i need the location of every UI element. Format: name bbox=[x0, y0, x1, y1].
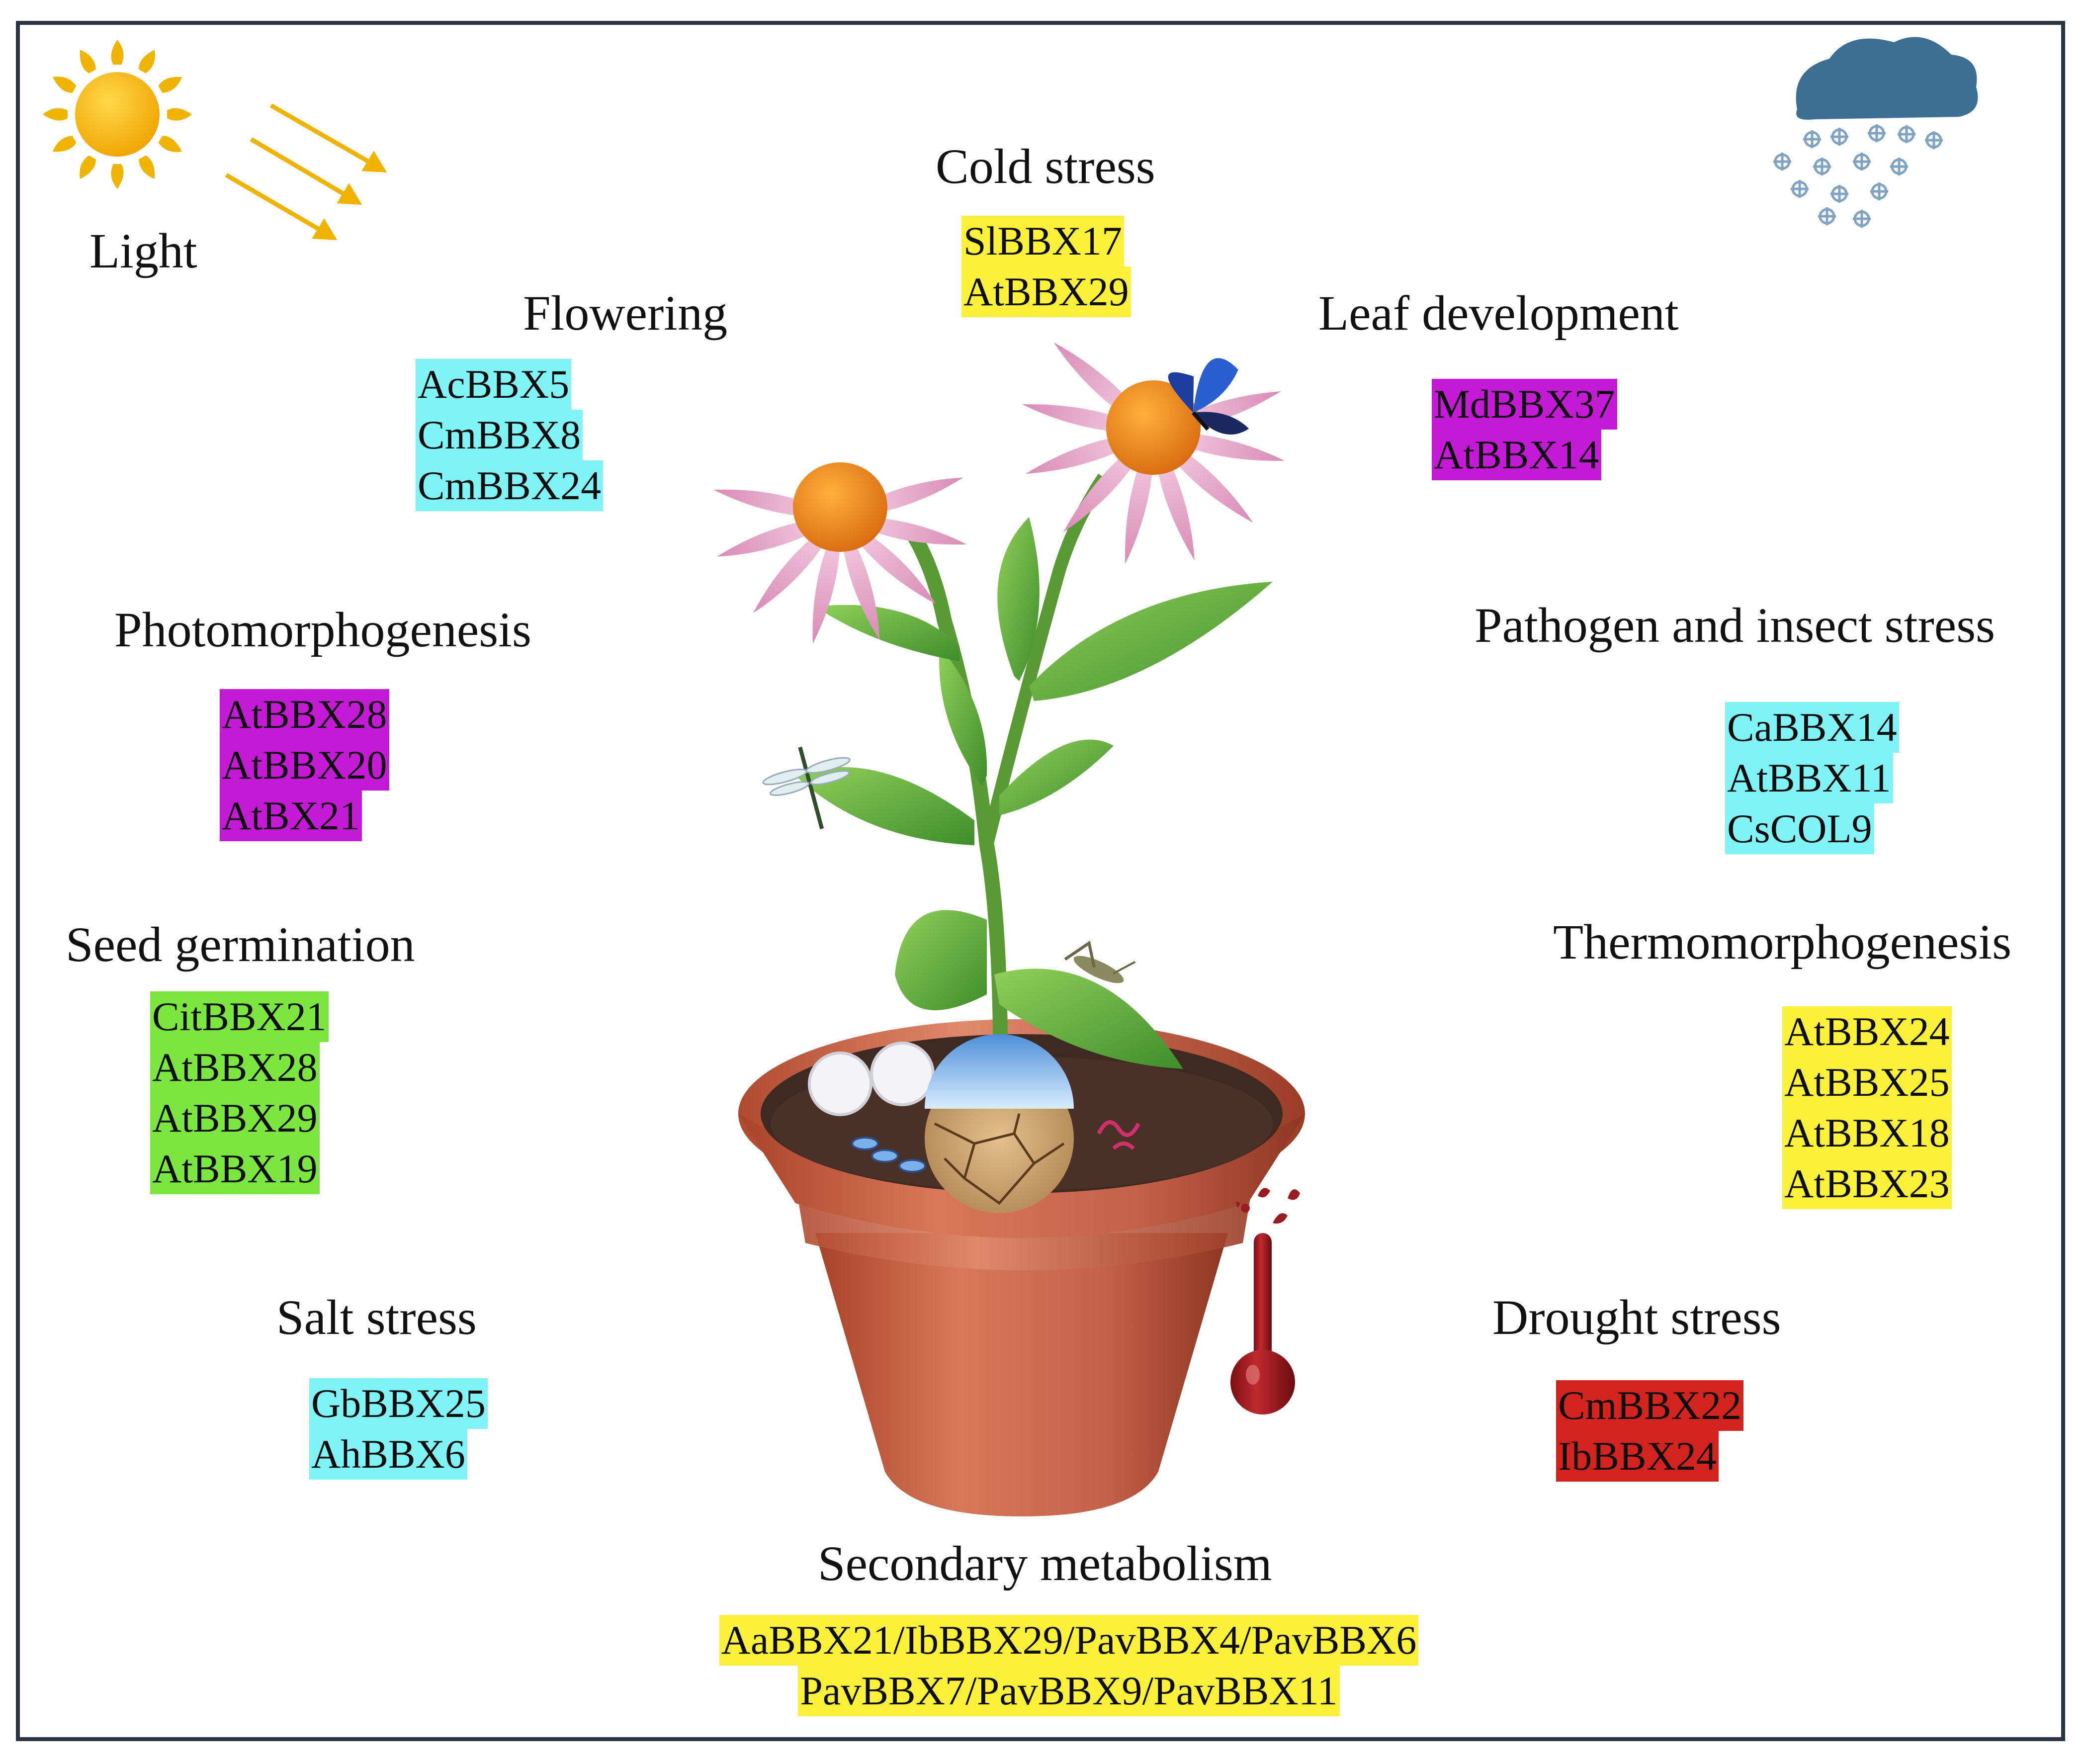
sun-icon bbox=[43, 40, 192, 189]
gene-label: AtBBX19 bbox=[150, 1144, 320, 1194]
gene-label: AtBBX29 bbox=[961, 266, 1131, 317]
photomorphogenesis-genes: AtBBX28 AtBBX20 AtBX21 bbox=[220, 689, 389, 841]
leaf-development-title: Leaf development bbox=[1318, 285, 1679, 341]
potted-plant-illustration bbox=[713, 342, 1305, 1516]
pathogen-insect-stress-title: Pathogen and insect stress bbox=[1475, 598, 1996, 653]
pathogen-insect-stress-genes: CaBBX14 AtBBX11 CsCOL9 bbox=[1725, 702, 1899, 854]
gene-label: AtBBX23 bbox=[1782, 1158, 1952, 1209]
gene-label: AcBBX5 bbox=[416, 359, 572, 410]
thermomorphogenesis-genes: AtBBX24 AtBBX25 AtBBX18 AtBBX23 bbox=[1782, 1006, 1952, 1209]
gene-label: CmBBX22 bbox=[1556, 1380, 1744, 1431]
light-rays-icon bbox=[225, 103, 387, 240]
drought-stress-genes: CmBBX22 IbBBX24 bbox=[1556, 1380, 1744, 1482]
salt-stress-title: Salt stress bbox=[276, 1290, 477, 1345]
thermometer-icon bbox=[1230, 1188, 1300, 1414]
grasshopper-icon bbox=[1064, 940, 1136, 983]
gene-label: AtBBX18 bbox=[1782, 1108, 1952, 1158]
gene-label: AtBBX25 bbox=[1782, 1057, 1952, 1108]
photomorphogenesis-title: Photomorphogenesis bbox=[114, 602, 531, 657]
seed-germination-genes: CitBBX21 AtBBX28 AtBBX29 AtBBX19 bbox=[150, 991, 329, 1194]
salt-stress-genes: GbBBX25 AhBBX6 bbox=[309, 1378, 488, 1480]
gene-label: MdBBX37 bbox=[1432, 379, 1617, 430]
gene-label: PavBBX7/PavBBX9/PavBBX11 bbox=[798, 1666, 1340, 1716]
gene-label: CmBBX8 bbox=[416, 410, 583, 460]
gene-label: CmBBX24 bbox=[416, 460, 604, 511]
secondary-metabolism-title: Secondary metabolism bbox=[818, 1536, 1272, 1591]
gene-label: GbBBX25 bbox=[309, 1378, 488, 1429]
butterfly-icon bbox=[1168, 358, 1249, 435]
gene-label: AtBBX24 bbox=[1782, 1006, 1952, 1057]
flowering-title: Flowering bbox=[523, 285, 728, 341]
thermomorphogenesis-title: Thermomorphogenesis bbox=[1553, 914, 2012, 970]
gene-label: CsCOL9 bbox=[1725, 803, 1874, 854]
figure-frame bbox=[16, 21, 2065, 1741]
light-label: Light bbox=[89, 223, 197, 278]
gene-label: CitBBX21 bbox=[150, 991, 329, 1042]
cold-stress-title: Cold stress bbox=[936, 139, 1155, 194]
gene-label: AaBBX21/IbBBX29/PavBBX4/PavBBX6 bbox=[719, 1615, 1419, 1666]
seed-germination-title: Seed germination bbox=[66, 917, 415, 972]
gene-label: AtBBX28 bbox=[220, 689, 389, 740]
gene-label: SlBBX17 bbox=[961, 216, 1124, 266]
gene-label: AtBX21 bbox=[220, 791, 362, 841]
cold-stress-genes: SlBBX17 AtBBX29 bbox=[961, 216, 1131, 317]
leaf-development-genes: MdBBX37 AtBBX14 bbox=[1432, 379, 1617, 480]
gene-label: AhBBX6 bbox=[309, 1429, 467, 1480]
gene-label: AtBBX20 bbox=[220, 740, 389, 791]
gene-label: CaBBX14 bbox=[1725, 702, 1899, 753]
gene-label: IbBBX24 bbox=[1556, 1431, 1719, 1482]
gene-label: AtBBX29 bbox=[150, 1093, 320, 1144]
gene-label: AtBBX11 bbox=[1725, 753, 1893, 803]
snow-cloud-icon bbox=[1773, 37, 1978, 228]
flowering-genes: AcBBX5 CmBBX8 CmBBX24 bbox=[416, 359, 604, 511]
dragonfly-icon bbox=[762, 746, 851, 829]
drought-stress-title: Drought stress bbox=[1492, 1290, 1781, 1345]
gene-label: AtBBX28 bbox=[150, 1042, 320, 1093]
gene-label: AtBBX14 bbox=[1432, 430, 1601, 480]
secondary-metabolism-genes: AaBBX21/IbBBX29/PavBBX4/PavBBX6 PavBBX7/… bbox=[646, 1615, 1491, 1716]
